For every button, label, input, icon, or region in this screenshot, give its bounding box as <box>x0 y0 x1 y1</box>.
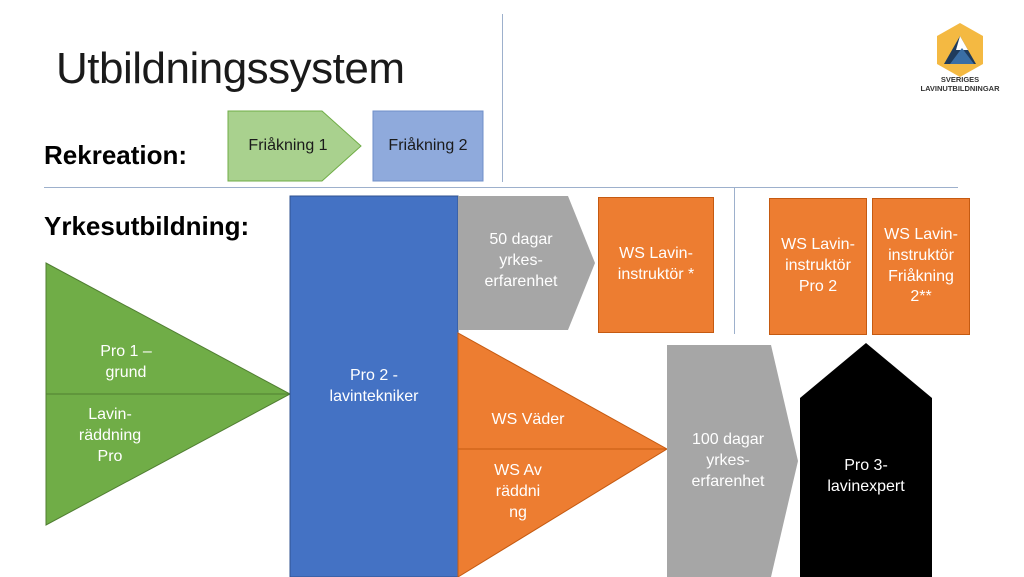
friakning1-label: Friåkning 1 <box>248 137 328 154</box>
right-vertical-divider <box>734 188 735 334</box>
ws-triangle <box>457 332 668 577</box>
logo-text: SVERIGES LAVINUTBILDNINGAR <box>920 75 1000 93</box>
ws-lavininstruktor-box: WS Lavin- instruktör * <box>598 197 714 333</box>
lavinraddning-pro-label: Lavin- räddning Pro <box>78 406 142 465</box>
recreation-label: Rekreation: <box>44 140 188 170</box>
ws-lavininstruktor-pro2-box: WS Lavin- instruktör Pro 2 <box>769 198 867 335</box>
ws-lavininstruktor-friakning2-box: WS Lavin- instruktör Friåkning 2** <box>872 198 970 335</box>
pro2-shape <box>289 195 459 577</box>
pro3-shape <box>800 343 932 577</box>
top-vertical-divider <box>502 14 503 182</box>
page-title: Utbildningssystem <box>56 44 405 93</box>
friakning1-shape <box>227 110 362 182</box>
yrkes50-shape <box>458 196 595 330</box>
pro3-label: Pro 3- lavinexpert <box>827 457 905 495</box>
yrkes50-label: 50 dagar yrkes- erfarenhet <box>484 231 558 290</box>
mountain-hexagon-icon <box>937 23 983 77</box>
pro2-label: Pro 2 - lavintekniker <box>329 367 419 405</box>
pro1-grund-label: Pro 1 – grund <box>100 343 152 381</box>
friakning2-label: Friåkning 2 <box>388 137 468 154</box>
ws-avraddning-label: WS Av räddni ng <box>494 462 542 521</box>
yrkes100-shape <box>667 345 798 577</box>
ws-vader-label: WS Väder <box>491 411 565 428</box>
yrkes100-label: 100 dagar yrkes- erfarenhet <box>691 431 765 490</box>
professional-label: Yrkesutbildning: <box>44 211 250 241</box>
section-divider <box>44 187 958 188</box>
friakning2-shape <box>372 110 484 182</box>
